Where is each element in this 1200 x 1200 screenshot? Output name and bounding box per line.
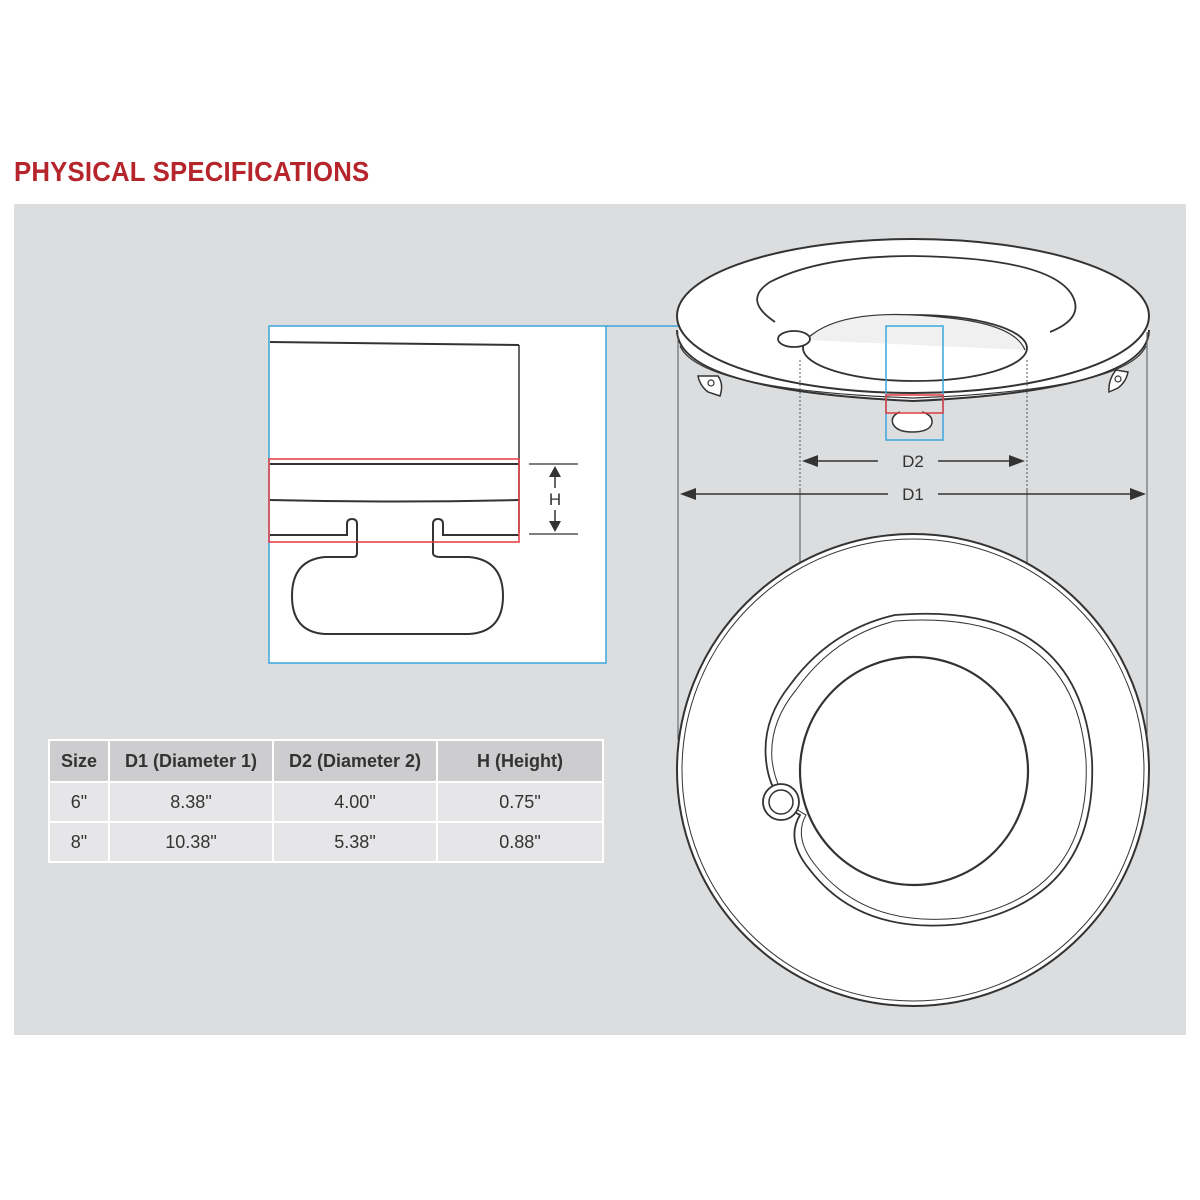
- table-header-row: Size D1 (Diameter 1) D2 (Diameter 2) H (…: [48, 739, 604, 783]
- cell-d1: 8.38": [108, 781, 274, 823]
- d2-label: D2: [902, 452, 924, 471]
- header-size: Size: [48, 739, 110, 783]
- d2-dimension: D2: [802, 452, 1025, 471]
- header-h: H (Height): [436, 739, 604, 783]
- header-d1: D1 (Diameter 1): [108, 739, 274, 783]
- detail-callout: H: [268, 325, 607, 664]
- header-d2: D2 (Diameter 2): [272, 739, 438, 783]
- ring-side-view: [676, 238, 1150, 441]
- cell-d2: 4.00": [272, 781, 438, 823]
- height-highlight-box: [268, 458, 520, 543]
- spec-table: Size D1 (Diameter 1) D2 (Diameter 2) H (…: [48, 739, 604, 863]
- d1-dimension: D1: [680, 485, 1146, 504]
- cell-h: 0.75": [436, 781, 604, 823]
- table-row: 8" 10.38" 5.38" 0.88": [48, 821, 604, 863]
- cell-size: 8": [48, 821, 110, 863]
- cell-d2: 5.38": [272, 821, 438, 863]
- height-label: H: [549, 490, 561, 509]
- page-title: PHYSICAL SPECIFICATIONS: [14, 156, 370, 187]
- cell-size: 6": [48, 781, 110, 823]
- table-row: 6" 8.38" 4.00" 0.75": [48, 781, 604, 823]
- ring-top-view: [676, 533, 1150, 1007]
- cell-d1: 10.38": [108, 821, 274, 863]
- cell-h: 0.88": [436, 821, 604, 863]
- d1-label: D1: [902, 485, 924, 504]
